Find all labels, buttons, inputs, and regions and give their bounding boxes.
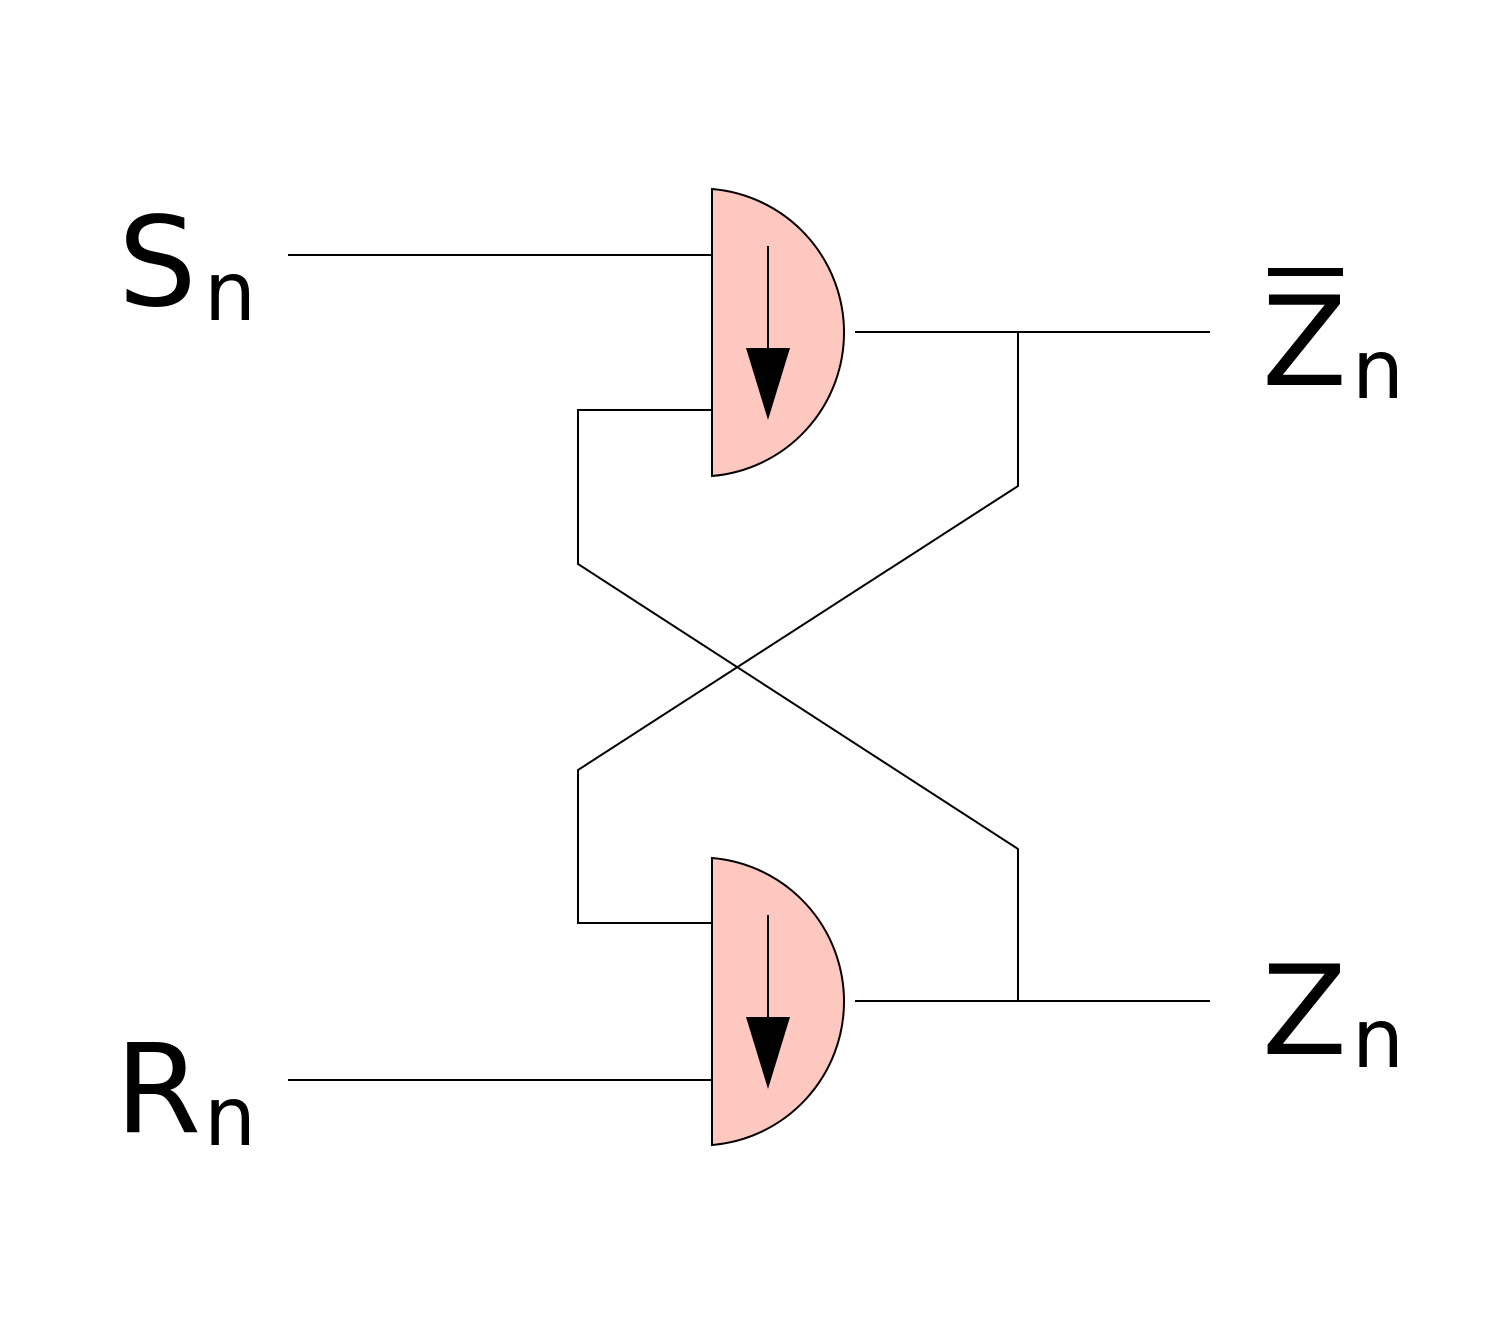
label-zbar-main: Z (1262, 271, 1347, 415)
label-s-sub: n (204, 245, 256, 340)
label-zbar-sub: n (1352, 323, 1404, 418)
top-gate (711, 187, 845, 478)
label-z-n: Z n (1262, 940, 1404, 1087)
label-z-sub: n (1352, 992, 1404, 1087)
label-s-main: S (118, 191, 197, 335)
wire-feedback-z-to-top (577, 409, 1019, 1001)
label-z-main: Z (1262, 940, 1347, 1084)
bottom-gate-body (711, 856, 845, 1147)
label-r-sub: n (204, 1070, 256, 1165)
label-r-main: R (115, 1018, 201, 1162)
label-zbar-n: Z n (1262, 268, 1404, 418)
top-gate-body (711, 187, 845, 478)
wire-feedback-zbar-to-bottom (577, 332, 1019, 924)
down-arrow-icon (746, 915, 790, 1089)
label-r-n: R n (115, 1018, 256, 1165)
down-arrow-icon (746, 246, 790, 420)
overbar (1268, 268, 1343, 276)
bottom-gate (711, 856, 845, 1147)
label-s-n: S n (118, 191, 256, 340)
